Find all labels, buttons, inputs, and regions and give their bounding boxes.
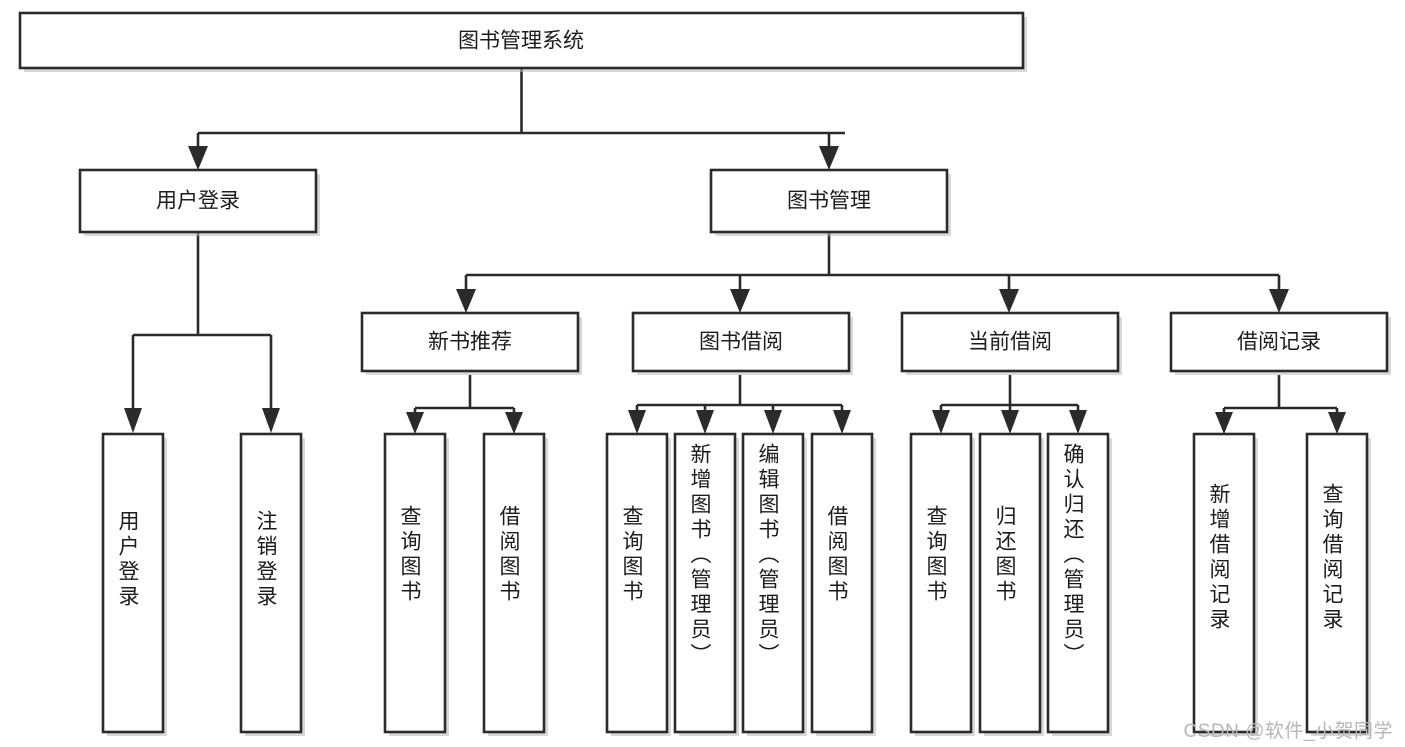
current-borrow-box[interactable] — [900, 311, 1120, 373]
arrow-current-borrow-leaf-2 — [1001, 410, 1019, 434]
arrow-root-to-book-manage — [819, 146, 839, 170]
leaf-box-logout-login[interactable] — [239, 432, 303, 734]
root-box[interactable] — [18, 11, 1025, 70]
user-login-box[interactable] — [78, 168, 318, 234]
csdn-watermark: CSDN @软件_小贺同学 — [1183, 721, 1393, 742]
current-borrow-label: 当前借阅 — [968, 331, 1052, 354]
arrow-book-borrow-leaf-2 — [696, 410, 714, 434]
arrow-current-borrow-leaf-3 — [1069, 410, 1087, 434]
arrow-book-borrow-leaf-3 — [764, 410, 782, 434]
node-new-book-recommend[interactable]: 新书推荐 — [360, 311, 582, 375]
arrow-current-borrow-leaf-1 — [932, 410, 950, 434]
node-book-management[interactable]: 图书管理 — [709, 168, 951, 236]
leaf-box-return-book[interactable] — [978, 432, 1042, 734]
leaf-box-add-book-admin[interactable] — [673, 432, 737, 734]
node-user-login[interactable]: 用户登录 — [78, 168, 320, 236]
leaf-box-borrow-book[interactable] — [810, 432, 874, 734]
arrow-borrow-record-leaf-1 — [1215, 412, 1233, 434]
leaf-box-add-borrow-record[interactable] — [1192, 432, 1256, 734]
arrow-book-borrow-leaf-1 — [628, 410, 646, 434]
arrow-to-current-borrow — [999, 289, 1019, 313]
book-management-box[interactable] — [709, 168, 949, 234]
arrow-user-login-leaf-2 — [262, 408, 280, 433]
leaf-box-query-book-current[interactable] — [909, 432, 973, 734]
borrow-record-box[interactable] — [1169, 311, 1389, 373]
node-book-borrow[interactable]: 图书借阅 — [631, 311, 853, 375]
arrow-to-borrow-record — [1269, 289, 1289, 313]
root-label: 图书管理系统 — [458, 30, 584, 53]
arrow-root-to-user-login — [188, 146, 208, 170]
leaf-box-edit-book-admin[interactable] — [741, 432, 805, 734]
leaf-box-layer — [101, 432, 1371, 736]
new-book-recommend-box[interactable] — [360, 311, 580, 373]
leaf-box-query-borrow-record[interactable] — [1305, 432, 1369, 734]
arrow-borrow-record-leaf-2 — [1328, 412, 1346, 434]
arrow-to-new-book-recommend — [456, 289, 476, 313]
leaf-box-query-book-borrow[interactable] — [605, 432, 669, 734]
arrow-user-login-leaf-1 — [124, 408, 142, 433]
node-current-borrow[interactable]: 当前借阅 — [900, 311, 1122, 375]
book-borrow-label: 图书借阅 — [699, 331, 783, 354]
arrow-book-borrow-leaf-4 — [833, 410, 851, 434]
new-book-recommend-label: 新书推荐 — [428, 331, 512, 354]
connector-layer — [124, 68, 1346, 434]
book-management-label: 图书管理 — [787, 190, 871, 213]
leaf-box-user-login[interactable] — [101, 432, 165, 734]
leaf-box-query-book-recommend[interactable] — [383, 432, 447, 734]
arrow-to-book-borrow — [730, 289, 750, 313]
user-login-label: 用户登录 — [156, 190, 240, 213]
borrow-record-label: 借阅记录 — [1237, 331, 1321, 354]
leaf-box-confirm-return-admin[interactable] — [1046, 432, 1110, 734]
node-borrow-record[interactable]: 借阅记录 — [1169, 311, 1391, 375]
leaf-box-borrow-book-recommend[interactable] — [482, 432, 546, 734]
arrow-new-book-leaf-1 — [406, 412, 424, 434]
arrow-new-book-leaf-2 — [505, 412, 523, 434]
node-root-book-management-system[interactable]: 图书管理系统 — [18, 11, 1027, 72]
book-borrow-box[interactable] — [631, 311, 851, 373]
